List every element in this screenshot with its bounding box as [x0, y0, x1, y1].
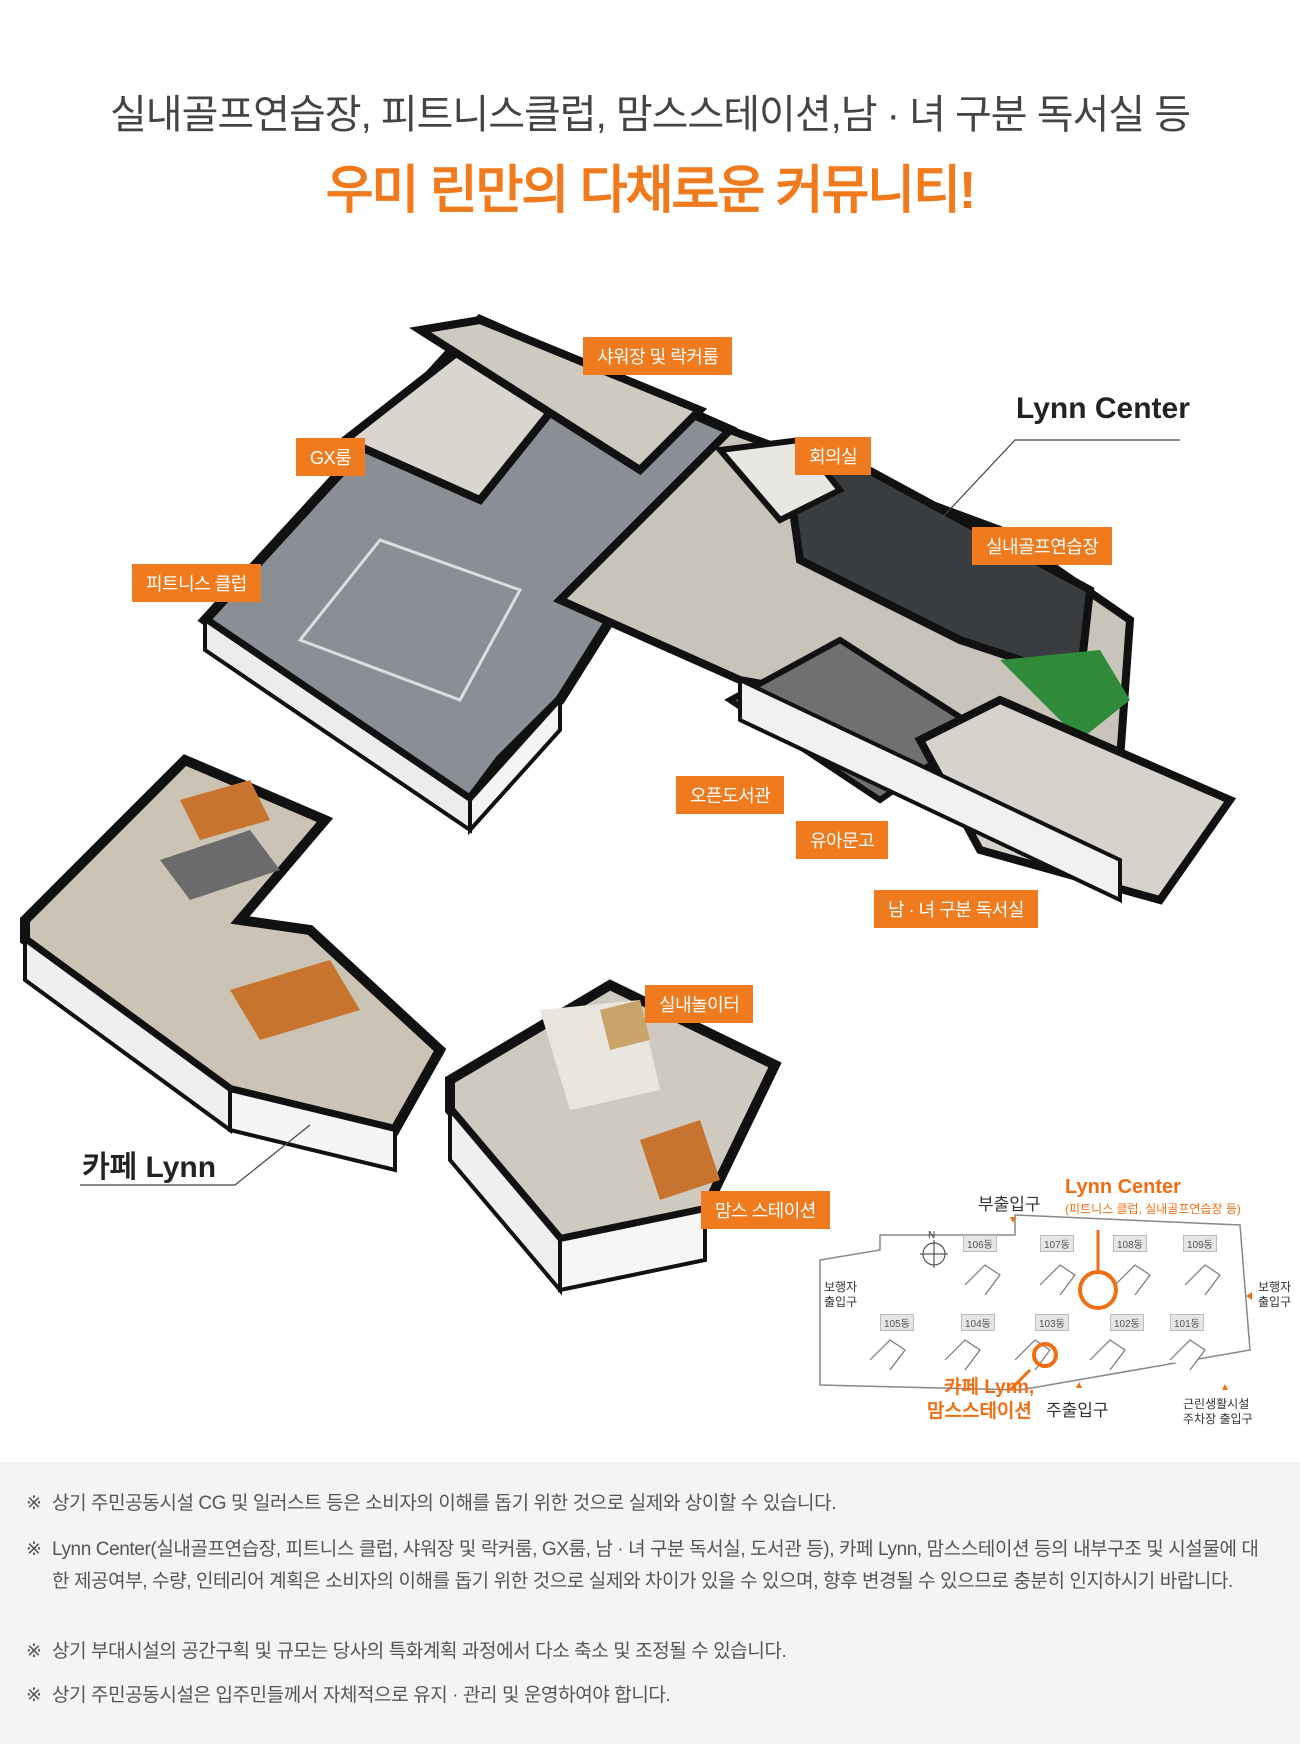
label-lynn-center: Lynn Center	[1016, 392, 1190, 425]
note-mark: ※	[26, 1539, 42, 1560]
note-item: ※ 상기 부대시설의 공간구획 및 규모는 당사의 특화계획 과정에서 다소 축…	[26, 1636, 1266, 1668]
map-cafe-moms-2: 맘스스테이션	[927, 1401, 1032, 1422]
map-ped-left-2: 출입구	[824, 1295, 858, 1309]
moms-station-building	[445, 979, 782, 1296]
tag-meeting-room: 회의실	[795, 437, 872, 475]
site-map	[819, 1214, 1252, 1392]
map-building-109: 109동	[1183, 1235, 1217, 1252]
map-building-106: 106동	[963, 1235, 997, 1252]
map-building-104: 104동	[961, 1314, 995, 1331]
tag-shower-locker: 샤워장 및 락커룸	[583, 337, 733, 375]
note-mark: ※	[26, 1641, 42, 1662]
note-text: 상기 주민공동시설 CG 및 일러스트 등은 소비자의 이해를 돕기 위한 것으…	[52, 1493, 837, 1514]
map-ped-left-1: 보행자	[824, 1280, 858, 1294]
map-sub-entrance: 부출입구	[978, 1195, 1041, 1214]
headline-title: 우미 린만의 다채로운 커뮤니티!	[325, 162, 977, 220]
map-cafe-moms-1: 카페 Lynn,	[944, 1377, 1035, 1398]
tag-reading-room: 남 · 녀 구분 독서실	[874, 890, 1038, 928]
map-retail-2: 주차장 출입구	[1183, 1412, 1253, 1426]
note-text: 상기 부대시설의 공간구획 및 규모는 당사의 특화계획 과정에서 다소 축소 …	[52, 1641, 787, 1662]
tag-moms-station: 맘스 스테이션	[701, 1191, 830, 1229]
note-item: ※ 상기 주민공동시설은 입주민들께서 자체적으로 유지 · 관리 및 운영하여…	[26, 1680, 1266, 1712]
map-main-entrance: 주출입구	[1046, 1401, 1109, 1420]
note-mark: ※	[26, 1685, 42, 1706]
note-text: Lynn Center(실내골프연습장, 피트니스 클럽, 샤워장 및 락커룸,…	[52, 1539, 1259, 1592]
map-building-103: 103동	[1035, 1314, 1069, 1331]
cafe-lynn-building	[20, 754, 447, 1173]
note-text: 상기 주민공동시설은 입주민들께서 자체적으로 유지 · 관리 및 운영하여야 …	[52, 1685, 671, 1706]
note-mark: ※	[26, 1493, 42, 1514]
note-item: ※ Lynn Center(실내골프연습장, 피트니스 클럽, 샤워장 및 락커…	[26, 1534, 1266, 1598]
map-lynn-center-sub: (피트니스 클럽, 실내골프연습장 등)	[1065, 1202, 1241, 1216]
map-ped-right-1: 보행자	[1258, 1280, 1292, 1294]
map-building-107: 107동	[1040, 1235, 1074, 1252]
disclaimer-notes: ※ 상기 주민공동시설 CG 및 일러스트 등은 소비자의 이해를 돕기 위한 …	[0, 1462, 1300, 1744]
label-cafe-lynn: 카페 Lynn	[82, 1151, 217, 1184]
tag-open-library: 오픈도서관	[676, 776, 785, 814]
map-building-108: 108동	[1113, 1235, 1147, 1252]
tag-indoor-golf: 실내골프연습장	[972, 527, 1113, 565]
map-building-102: 102동	[1110, 1314, 1144, 1331]
note-item: ※ 상기 주민공동시설 CG 및 일러스트 등은 소비자의 이해를 돕기 위한 …	[26, 1488, 1266, 1520]
tag-gx-room: GX룸	[296, 438, 366, 476]
tag-kids-library: 유아문고	[796, 821, 889, 859]
map-building-105: 105동	[880, 1314, 914, 1331]
map-building-101: 101동	[1170, 1314, 1204, 1331]
map-north-label: N	[928, 1230, 936, 1241]
map-ped-right-2: 출입구	[1258, 1295, 1292, 1309]
map-lynn-center-title: Lynn Center	[1065, 1176, 1181, 1198]
tag-indoor-playground: 실내놀이터	[645, 985, 754, 1023]
map-retail-1: 근린생활시설	[1183, 1397, 1250, 1411]
headline-subtitle: 실내골프연습장, 피트니스클럽, 맘스스테이션,남 · 녀 구분 독서실 등	[109, 93, 1191, 137]
tag-fitness-club: 피트니스 클럽	[132, 564, 261, 602]
floorplan-illustration	[20, 313, 1252, 1392]
lynn-center-building	[197, 313, 1237, 905]
